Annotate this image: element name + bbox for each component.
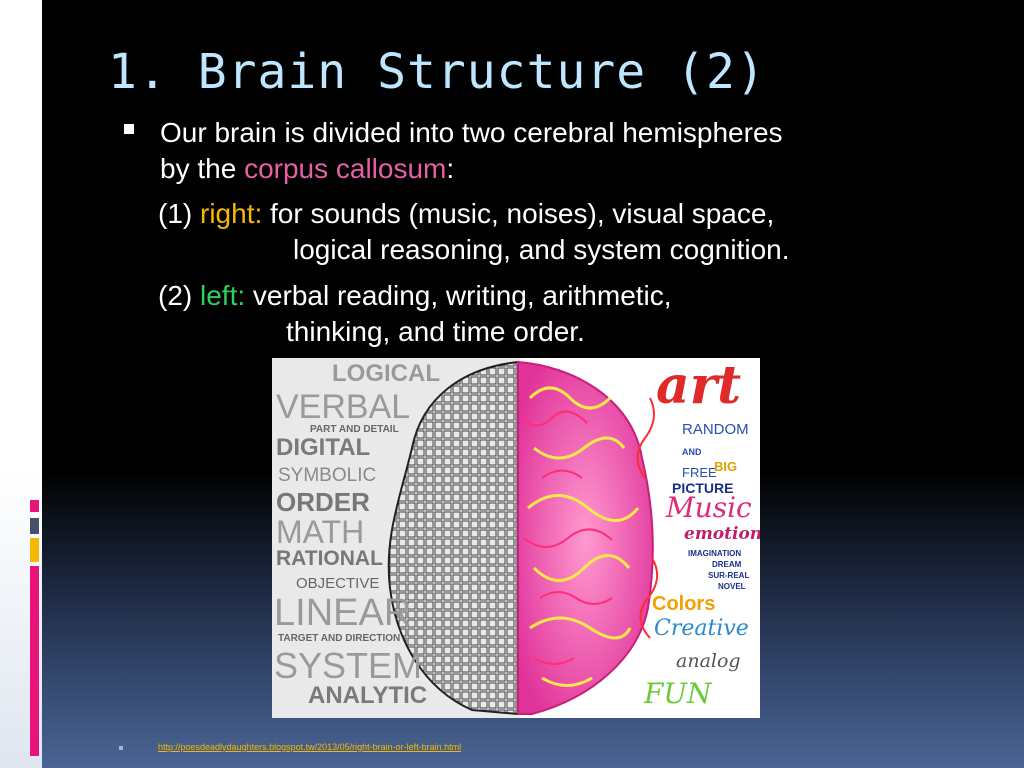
decor-bar-pink bbox=[30, 566, 39, 756]
decor-bar-pink-top bbox=[30, 500, 39, 512]
left-word-8: RATIONAL bbox=[276, 547, 383, 570]
left-word-9: OBJECTIVE bbox=[296, 575, 380, 592]
item-left-text-1: verbal reading, writing, arithmetic, bbox=[245, 280, 672, 311]
left-word-12: SYSTEM bbox=[274, 645, 423, 686]
item-right-line-1: (1) right: for sounds (music, noises), v… bbox=[158, 197, 774, 231]
right-word-creative: Creative bbox=[654, 616, 749, 641]
bullet-line-2-suffix: : bbox=[446, 153, 455, 184]
bullet-line-2: by the corpus callosum: bbox=[160, 152, 454, 186]
brain-illustration-svg bbox=[272, 358, 659, 718]
right-word-emotion: emotion bbox=[684, 524, 760, 544]
right-word-picture: PICTURE bbox=[672, 480, 734, 496]
item-left-line-1: (2) left: verbal reading, writing, arith… bbox=[158, 279, 672, 313]
right-word-free: FREE bbox=[682, 465, 717, 480]
item-right-label: right: bbox=[200, 198, 263, 229]
decor-bar-gray bbox=[30, 518, 39, 534]
left-word-5: SYMBOLIC bbox=[278, 465, 377, 486]
left-word-13: ANALYTIC bbox=[308, 682, 428, 709]
left-word-7: MATH bbox=[276, 514, 365, 550]
left-word-1: LOGICAL bbox=[332, 360, 440, 387]
right-word-random: RANDOM bbox=[682, 421, 749, 438]
source-link[interactable]: http://poesdeadlydaughters.blogspot.tw/2… bbox=[158, 742, 462, 752]
right-word-art: art bbox=[656, 358, 742, 416]
left-word-2: VERBAL bbox=[276, 388, 411, 426]
corpus-callosum-term: corpus callosum bbox=[244, 153, 447, 184]
slide-title: 1. Brain Structure (2) bbox=[108, 44, 766, 100]
right-word-music: Music bbox=[666, 491, 752, 524]
right-word-fun: FUN bbox=[644, 677, 712, 710]
brain-hemispheres-image: LOGICAL VERBAL PART AND DETAIL DIGITAL S… bbox=[272, 358, 760, 718]
left-word-11: TARGET AND DIRECTION bbox=[278, 633, 401, 644]
right-word-and: AND bbox=[682, 447, 702, 457]
bullet-line-1: Our brain is divided into two cerebral h… bbox=[160, 117, 783, 148]
item-right-text-1: for sounds (music, noises), visual space… bbox=[262, 198, 775, 229]
left-word-6: ORDER bbox=[276, 487, 370, 517]
right-word-big: BIG bbox=[714, 459, 738, 474]
bullet-line-2-prefix: by the bbox=[160, 153, 245, 184]
left-word-10: LINEAR bbox=[274, 592, 412, 634]
right-word-novel: NOVEL bbox=[718, 582, 746, 591]
right-word-dream: DREAM bbox=[712, 560, 742, 569]
left-word-3: PART AND DETAIL bbox=[310, 424, 399, 435]
item-right-number: (1) bbox=[158, 198, 200, 229]
item-left-line-2: thinking, and time order. bbox=[286, 316, 585, 347]
right-word-analog: analog bbox=[676, 650, 741, 672]
item-left-label: left: bbox=[200, 280, 246, 311]
item-left-number: (2) bbox=[158, 280, 200, 311]
left-word-4: DIGITAL bbox=[276, 434, 371, 461]
right-word-imagination: IMAGINATION bbox=[688, 549, 742, 558]
right-word-colors: Colors bbox=[652, 593, 716, 615]
item-right-line-2: logical reasoning, and system cognition. bbox=[293, 234, 790, 265]
decor-bar-yellow bbox=[30, 538, 39, 562]
right-word-surreal: SUR-REAL bbox=[708, 571, 750, 580]
footer-bullet-icon bbox=[119, 746, 123, 750]
bullet-square-icon bbox=[124, 124, 134, 134]
